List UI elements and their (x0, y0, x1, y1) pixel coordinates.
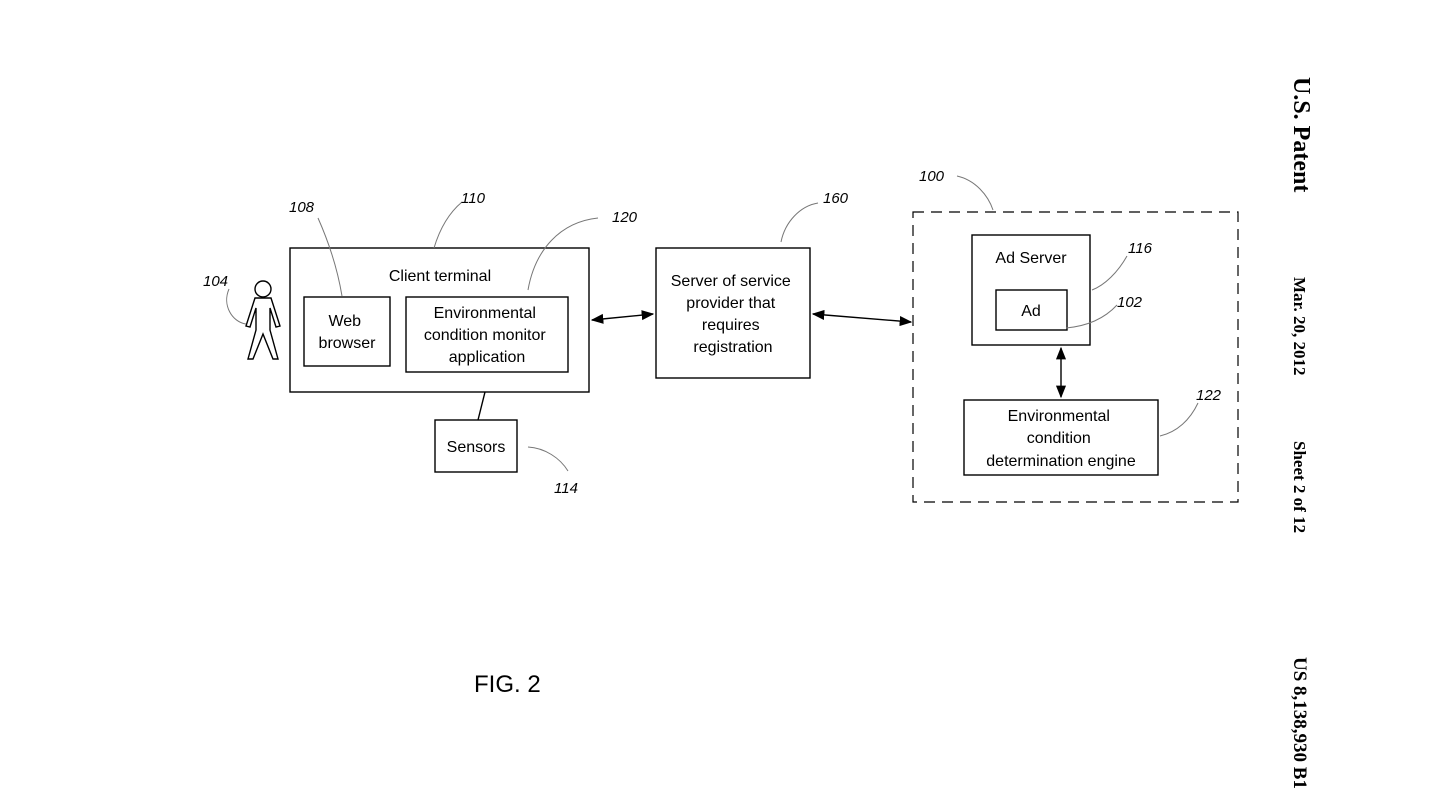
leader-102 (1065, 304, 1118, 329)
header-date: Mar. 20, 2012 (1290, 277, 1309, 376)
engine-line: Environmental (1008, 408, 1110, 425)
server-line: registration (693, 339, 772, 356)
env-engine-box (963, 399, 1159, 476)
system-boundary (912, 211, 1239, 503)
ref-122: 122 (1196, 387, 1222, 404)
patent-header: U.S. Patent Mar. 20, 2012 Sheet 2 of 12 … (1288, 77, 1314, 789)
header-patent-number: US 8,138,930 B1 (1289, 657, 1310, 789)
env-monitor-label: Environmental condition monitor applicat… (424, 305, 550, 366)
ref-116: 116 (1128, 240, 1153, 257)
env-monitor-line: condition monitor (424, 327, 547, 344)
leader-114 (527, 446, 569, 472)
ref-110: 110 (461, 190, 486, 207)
leader-110 (433, 201, 463, 249)
ref-108: 108 (289, 199, 315, 216)
sensor-connector (477, 391, 486, 421)
ref-160: 160 (823, 190, 849, 207)
sensors-label: Sensors (447, 439, 506, 456)
figure-caption: FIG. 2 (474, 671, 541, 698)
leader-160 (780, 202, 819, 243)
leader-108 (317, 217, 343, 297)
leader-120 (527, 217, 599, 291)
leader-104 (226, 288, 247, 325)
leader-122 (1159, 402, 1199, 437)
server-line: Server of service (671, 273, 791, 290)
ad-box (995, 289, 1068, 331)
env-monitor-line: application (449, 349, 526, 366)
ref-114: 114 (554, 480, 578, 497)
env-monitor-box (405, 296, 569, 373)
header-sheet: Sheet 2 of 12 (1290, 441, 1309, 533)
ref-100: 100 (919, 168, 945, 185)
web-browser-line: browser (319, 335, 377, 352)
service-provider-server-label: Server of service provider that requires… (671, 273, 796, 356)
ad-server-label: Ad Server (995, 250, 1067, 267)
engine-line: condition (1027, 430, 1091, 447)
ref-104: 104 (203, 273, 228, 290)
arrow-client-to-server (590, 310, 655, 324)
engine-line: determination engine (986, 453, 1136, 470)
leader-100 (956, 175, 994, 211)
ad-label: Ad (1021, 303, 1041, 320)
leader-116 (1091, 255, 1128, 291)
client-terminal-label: Client terminal (389, 268, 491, 285)
service-provider-server-box (655, 247, 811, 379)
ref-120: 120 (612, 209, 638, 226)
web-browser-label: Web browser (319, 313, 377, 352)
web-browser-line: Web (328, 313, 361, 330)
server-line: provider that (686, 295, 775, 312)
header-title: U.S. Patent (1288, 77, 1314, 192)
env-engine-label: Environmental condition determination en… (986, 408, 1136, 470)
server-line: requires (702, 317, 760, 334)
arrow-server-to-system (811, 309, 913, 327)
user-figure-icon (245, 280, 281, 360)
sensors-box (434, 419, 518, 473)
env-monitor-line: Environmental (434, 305, 536, 322)
web-browser-box (303, 296, 391, 367)
ref-102: 102 (1117, 294, 1143, 311)
